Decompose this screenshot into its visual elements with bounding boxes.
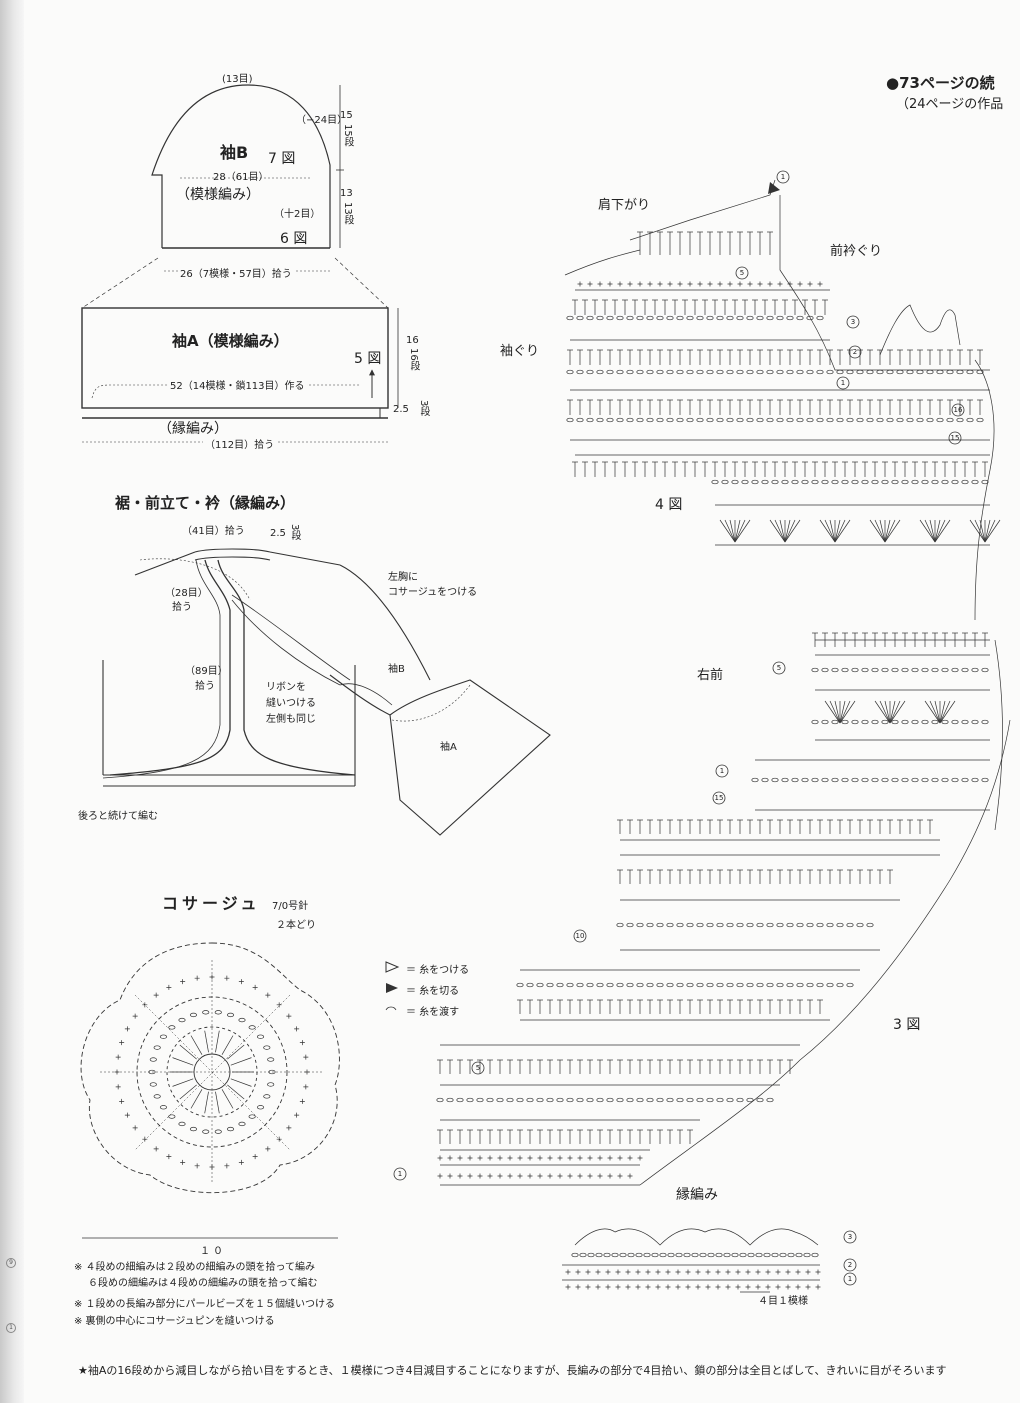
sleeve-b-rows1: 15段 xyxy=(342,124,353,147)
sleeve-a-pickup: （112目）拾う xyxy=(203,436,277,451)
label-right-front: 右前 xyxy=(697,668,724,683)
corsage-diagram xyxy=(80,942,340,1239)
sleeve-b-increase: （十2目） xyxy=(274,209,321,220)
sleeve-b-pattern: （模様編み） xyxy=(176,187,260,203)
legend-attach-yarn: ＝ 糸をつける xyxy=(406,965,470,976)
row-number: 1 xyxy=(840,379,846,387)
label-fig3: 3 図 xyxy=(893,1017,921,1033)
legend-cut-yarn: ＝ 糸を切る xyxy=(406,986,460,997)
row-number: 5 xyxy=(739,269,745,277)
sleeve-b-fig: 7 図 xyxy=(268,151,296,167)
sleeve-a-label: 袖A xyxy=(440,742,457,753)
row-number: 15 xyxy=(950,434,960,442)
sleeve-a-outline xyxy=(81,307,389,409)
page-title: ●73ページの続 xyxy=(886,74,995,92)
page-mark: 1 xyxy=(6,1323,16,1333)
row-number: 5 xyxy=(776,664,782,672)
front-lower-count: （89目） xyxy=(185,666,228,677)
ribbon-note-c: 左側も同じ xyxy=(266,714,316,725)
corsage-position-note-b: コサージュをつける xyxy=(388,587,478,598)
sleeve-b-decrease: （−24目） xyxy=(296,115,348,126)
label-armhole: 袖ぐり xyxy=(500,344,540,359)
note-1b: ６段めの細編みは４段めの細編みの頭を拾って編む xyxy=(88,1278,318,1289)
corsage-title: コサージュ xyxy=(162,894,261,913)
note-1: ※ ４段めの細編みは２段めの細編みの頭を拾って編み xyxy=(74,1262,316,1273)
row-number: 1 xyxy=(397,1170,403,1178)
sleeve-b-label: 袖B xyxy=(388,664,405,675)
row-number: 15 xyxy=(714,794,724,802)
label-shoulder-slope: 肩下がり xyxy=(598,198,651,213)
corsage-yarn: ２本どり xyxy=(276,920,316,931)
page-subtitle: （24ページの作品 xyxy=(896,97,1004,112)
sleeve-a-base: 52（14模様・鎖113目）作る xyxy=(168,377,307,392)
sleeve-b-fig2: 6 図 xyxy=(280,231,308,247)
row-number: 2 xyxy=(852,348,858,356)
sleeve-a-height: 16 xyxy=(406,335,419,346)
collar-pickup: （41目）拾う xyxy=(182,526,245,537)
sleeve-b-top-count: (13目) xyxy=(222,74,253,85)
front-upper-count: （28目） xyxy=(165,588,208,599)
sleeve-b-pickup: 26（7模様・57目）拾う xyxy=(178,265,294,280)
front-lower-pickup: 拾う xyxy=(195,681,215,692)
sleeve-a-edge-height: 2.5 xyxy=(393,404,409,415)
sleeve-b-width: 28（61目） xyxy=(213,172,269,183)
row-number: 3 xyxy=(847,1233,853,1241)
back-continue-note: 後ろと続けて編む xyxy=(78,811,158,822)
crochet-chart-fig3 xyxy=(440,639,1011,1186)
sleeve-b-title: 袖B xyxy=(220,143,249,162)
row-number: 10 xyxy=(575,932,585,940)
footer-note: ★袖Aの16段めから減目しながら拾い目をするとき、１模様につき4目減目することに… xyxy=(78,1364,947,1377)
legend-carry-yarn: ＝ 糸を渡す xyxy=(406,1007,460,1018)
sleeve-a-rows: 16段 xyxy=(408,348,419,371)
label-front-neckline: 前衿ぐり xyxy=(830,244,883,259)
front-upper-pickup: 拾う xyxy=(172,602,192,613)
row-number: 1 xyxy=(847,1275,853,1283)
sleeve-a-title: 袖A（模様編み） xyxy=(172,332,289,350)
label-edging: 縁編み xyxy=(676,1187,718,1203)
row-number: 2 xyxy=(847,1261,853,1269)
corsage-hook: 7/0号針 xyxy=(272,901,309,912)
crochet-chart-fig4 xyxy=(564,179,995,621)
row-number: 3 xyxy=(850,318,856,326)
sleeve-a-fig: 5 図 xyxy=(354,351,382,367)
ribbon-note-b: 縫いつける xyxy=(266,698,316,709)
note-2: ※ １段めの長編み部分にパールビーズを１５個縫いつける xyxy=(74,1299,336,1310)
sleeve-a-edge: （縁編み） xyxy=(158,421,228,437)
ribbon-note: リボンを xyxy=(266,682,306,693)
label-repeat: ４目１模様 xyxy=(758,1296,808,1307)
label-fig4: 4 図 xyxy=(655,497,683,513)
collar-height: 2.5 xyxy=(270,528,286,539)
row-number: 16 xyxy=(953,406,963,414)
crochet-chart-edging xyxy=(562,1228,820,1293)
corsage-size: １０ xyxy=(200,1246,226,1257)
sleeve-b-rows2: 13段 xyxy=(342,202,353,225)
corsage-position-note: 左胸に xyxy=(388,572,418,583)
collar-rows: 3段 xyxy=(289,524,300,541)
row-number: 1 xyxy=(780,173,786,181)
page-spine xyxy=(0,0,24,1403)
sleeve-b-height2: 13 xyxy=(340,188,353,199)
body-title: 裾・前立て・衿（縁編み） xyxy=(115,494,296,512)
page-mark: 9 xyxy=(6,1258,16,1268)
cardigan-outline xyxy=(102,548,551,836)
row-number: 1 xyxy=(719,767,725,775)
sleeve-a-edge-rows: 3段 xyxy=(418,400,429,417)
note-3: ※ 裏側の中心にコサージュピンを縫いつける xyxy=(74,1316,275,1327)
row-number: 5 xyxy=(475,1064,481,1072)
sleeve-b-outline xyxy=(151,84,331,248)
sleeve-b-height1: 15 xyxy=(340,110,353,121)
